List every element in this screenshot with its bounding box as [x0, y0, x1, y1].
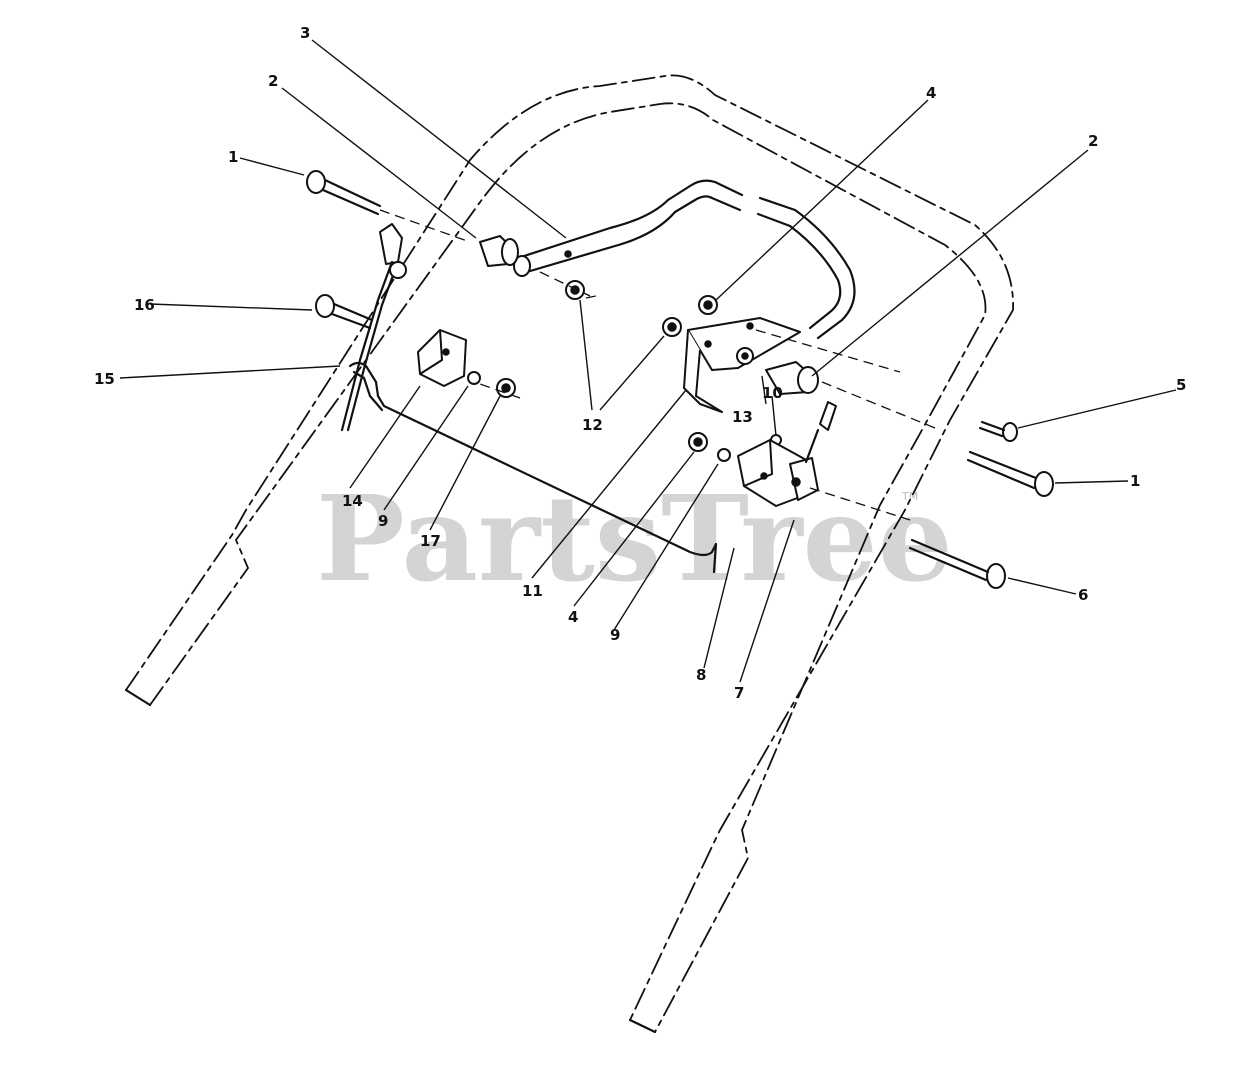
callout-9-right: 9	[610, 626, 620, 644]
callout-14: 14	[342, 492, 363, 510]
control-bail	[513, 179, 856, 340]
watermark-text: PartsTree	[316, 469, 953, 608]
left-cable-clamp	[417, 329, 467, 387]
callout-8: 8	[696, 666, 706, 684]
callout-1-top: 1	[228, 148, 238, 166]
callout-labels: 1 2 3 4 2 16 15 12 5 10 13 1 14 9 17 11 …	[94, 24, 1186, 702]
assembly-lines	[379, 209, 941, 521]
callout-7: 7	[734, 684, 744, 702]
left-cable	[340, 223, 407, 432]
callout-4-top: 4	[926, 84, 936, 102]
callout-2-left: 2	[268, 72, 278, 90]
callout-9-left: 9	[378, 512, 388, 530]
callout-11: 11	[522, 582, 543, 600]
watermark: PartsTree TM	[316, 469, 953, 608]
left-pivot	[479, 235, 519, 267]
callout-4-bottom: 4	[568, 608, 578, 626]
right-switch-bracket	[737, 401, 837, 507]
nuts	[467, 280, 782, 462]
callout-15: 15	[94, 370, 115, 388]
callout-12: 12	[582, 416, 603, 434]
callout-16: 16	[134, 296, 155, 314]
callout-1-right: 1	[1130, 472, 1140, 490]
callout-2-right: 2	[1088, 132, 1098, 150]
leader-lines	[119, 39, 1177, 683]
callout-10: 10	[762, 384, 783, 402]
callout-13: 13	[732, 408, 753, 426]
callout-3: 3	[300, 24, 310, 42]
bolts	[306, 170, 1054, 589]
callout-17: 17	[420, 532, 441, 550]
right-pivot	[765, 361, 819, 395]
callout-5: 5	[1176, 376, 1186, 394]
main-handle	[124, 74, 1014, 1034]
right-bracket	[683, 317, 801, 413]
control-rod	[348, 361, 718, 574]
callout-6: 6	[1078, 586, 1088, 604]
